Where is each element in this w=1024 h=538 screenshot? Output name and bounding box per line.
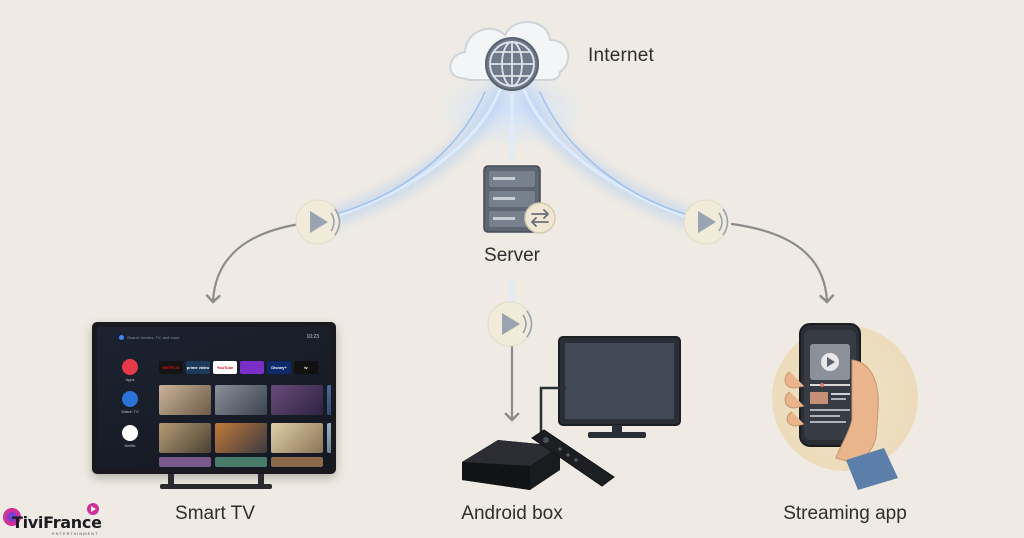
assistant-icon — [119, 335, 124, 340]
poster — [327, 423, 331, 453]
play-stream-icon — [295, 199, 341, 245]
arrow-to-smart-tv — [205, 222, 302, 304]
poster — [159, 457, 211, 467]
poster — [159, 385, 211, 415]
poster — [327, 385, 331, 415]
arrow-to-streaming-app — [730, 222, 835, 304]
poster-row — [159, 457, 323, 467]
android-box-icon — [462, 440, 560, 490]
stream-beams — [312, 82, 708, 318]
apps-icon — [122, 359, 138, 375]
smart-tv: Search movies, TV, and more 10:23 Apps W… — [92, 322, 336, 474]
brand-logo: TiviFrance — [12, 513, 102, 532]
arrows — [205, 222, 835, 422]
tv-stand-leg — [258, 474, 264, 486]
side-app-label: Netflix — [124, 443, 136, 448]
remote-icon — [531, 429, 615, 487]
play-stream-icon — [487, 301, 533, 347]
app-tiles: NETFLIX prime video YouTube Disney+ tv — [159, 361, 318, 374]
poster-row — [159, 423, 331, 453]
app-tile: Disney+ — [267, 361, 291, 374]
poster — [271, 423, 323, 453]
poster — [215, 457, 267, 467]
server-label: Server — [484, 245, 540, 266]
smart-tv-label: Smart TV — [175, 503, 255, 524]
play-stream-icon — [683, 199, 729, 245]
server-icon — [483, 165, 556, 234]
internet-label: Internet — [588, 45, 655, 66]
streaming-app-label: Streaming app — [783, 503, 907, 524]
tv-screen: Search movies, TV, and more 10:23 Apps W… — [97, 327, 331, 469]
poster — [215, 385, 267, 415]
tv-stand — [160, 484, 272, 489]
netflix-icon — [122, 425, 138, 441]
app-tile: tv — [294, 361, 318, 374]
app-tile — [240, 361, 264, 374]
tv-search-hint: Search movies, TV, and more — [127, 335, 180, 340]
tv-icon — [539, 336, 681, 446]
app-tile: YouTube — [213, 361, 237, 374]
poster — [271, 385, 323, 415]
poster — [215, 423, 267, 453]
poster — [271, 457, 323, 467]
smartphone-icon — [784, 323, 898, 490]
poster-row — [159, 385, 331, 415]
side-app-label: Watch TV — [121, 409, 139, 414]
poster — [159, 423, 211, 453]
watch-tv-icon — [122, 391, 138, 407]
side-app-label: Apps — [125, 377, 135, 382]
tv-clock: 10:23 — [306, 334, 319, 340]
cloud-globe-icon — [449, 21, 570, 91]
logo-icon — [3, 503, 99, 526]
brand-tagline: ENTERTAINMENT — [52, 531, 99, 536]
app-tile: NETFLIX — [159, 361, 183, 374]
android-box-label: Android box — [461, 503, 563, 524]
tv-stand-leg — [168, 474, 174, 486]
app-tile: prime video — [186, 361, 210, 374]
